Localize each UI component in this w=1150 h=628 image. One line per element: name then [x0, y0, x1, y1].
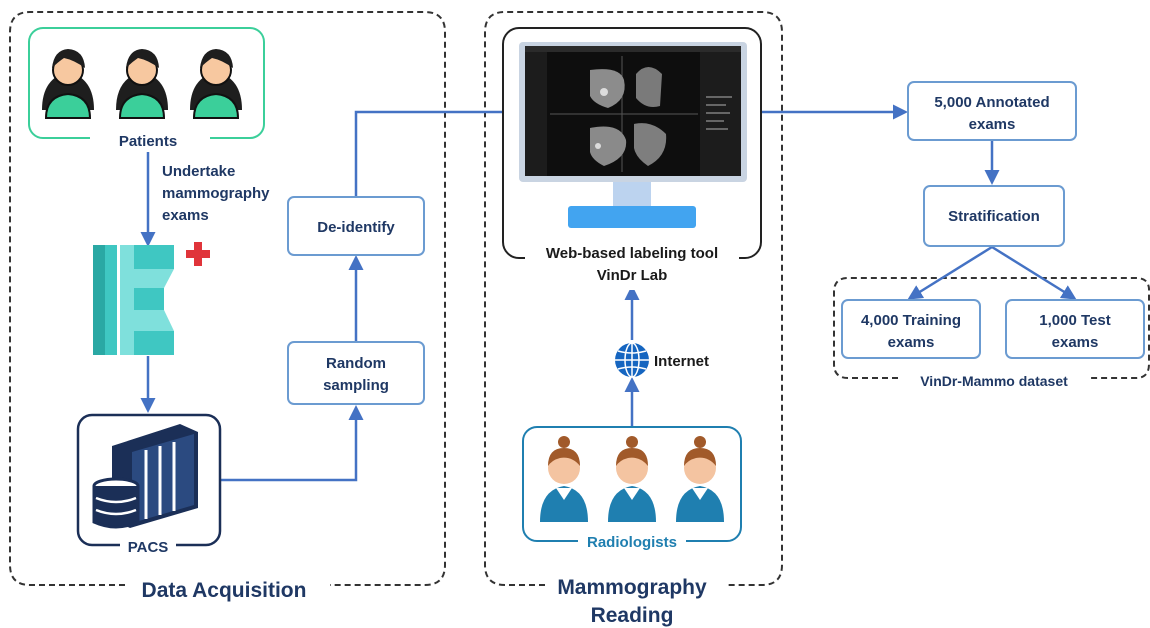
patient-icon — [42, 49, 94, 119]
patient-icons — [42, 49, 242, 119]
annotated-exams-box — [907, 81, 1077, 141]
arrow-strat-to-training — [907, 245, 993, 300]
stratification-label: Stratification — [948, 208, 1040, 225]
deidentify-label: De-identify — [317, 219, 395, 236]
stratification-box — [923, 185, 1065, 247]
labeling-tool-label-line1: Web-based labeling tool — [546, 245, 718, 262]
radiologist-icon — [540, 436, 588, 522]
monitor-icon — [519, 42, 747, 228]
globe-icon — [615, 342, 649, 378]
radiologists-label: Radiologists — [587, 534, 677, 551]
undertake-label-line1: Undertake — [162, 163, 235, 180]
radiologist-icon — [676, 436, 724, 522]
ehr-logo-icon — [93, 242, 210, 355]
mammography-reading-title-line2: Reading — [591, 604, 674, 627]
random-sampling-label-line2: sampling — [323, 377, 389, 394]
mammography-reading-frame — [484, 11, 783, 586]
test-exams-box — [1005, 299, 1145, 359]
database-icon — [92, 477, 140, 529]
data-acquisition-frame — [9, 11, 446, 586]
undertake-label-line3: exams — [162, 207, 209, 224]
radiologist-icons — [540, 436, 724, 522]
test-exams-label-line2: exams — [1052, 334, 1099, 351]
patients-label: Patients — [119, 133, 177, 150]
arrow-deidentify-to-tool — [354, 104, 526, 196]
arrow-strat-to-test — [991, 245, 1077, 300]
radiologist-icon — [608, 436, 656, 522]
labeling-tool-label-line2: VinDr Lab — [597, 267, 668, 284]
arrow-pacs-to-random-sampling — [220, 405, 364, 482]
training-exams-label-line1: 4,000 Training — [861, 312, 961, 329]
data-acquisition-title: Data Acquisition — [142, 579, 307, 602]
training-exams-box — [841, 299, 981, 359]
deidentify-box — [287, 196, 425, 256]
annotated-exams-label-line1: 5,000 Annotated — [934, 94, 1049, 111]
internet-label: Internet — [654, 353, 709, 370]
patient-icon — [190, 49, 242, 119]
connectors — [140, 104, 1077, 482]
mammography-reading-title-line1: Mammography — [557, 576, 707, 599]
annotated-exams-label-line2: exams — [969, 116, 1016, 133]
random-sampling-box — [287, 341, 425, 405]
training-exams-label-line2: exams — [888, 334, 935, 351]
patient-icon — [116, 49, 168, 119]
dataset-frame — [833, 277, 1150, 379]
pacs-label: PACS — [128, 539, 169, 556]
undertake-label-line2: mammography — [162, 185, 270, 202]
test-exams-label-line1: 1,000 Test — [1039, 312, 1110, 329]
random-sampling-label-line1: Random — [326, 355, 386, 372]
dataset-title: VinDr-Mammo dataset — [920, 373, 1068, 389]
